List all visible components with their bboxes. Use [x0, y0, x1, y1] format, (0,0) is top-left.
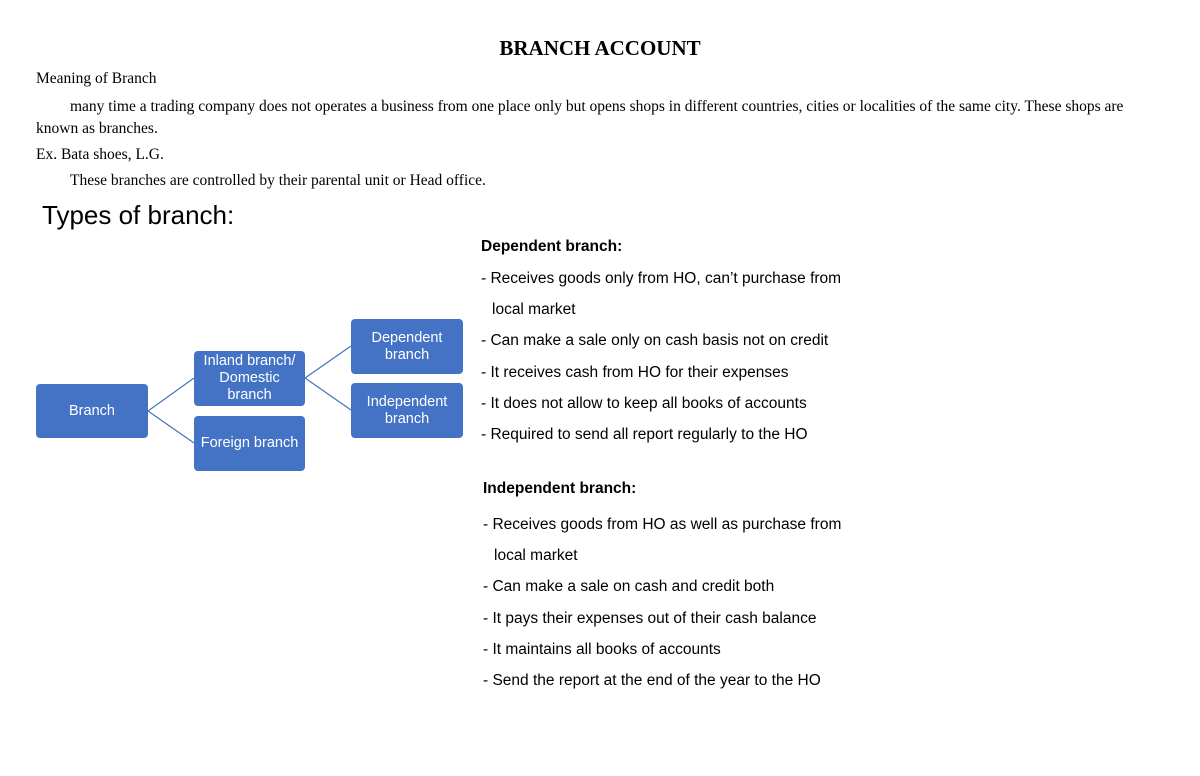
- list-item: - It does not allow to keep all books of…: [481, 394, 807, 412]
- connector-inland-independent: [304, 377, 352, 411]
- list-item: local market: [492, 301, 576, 319]
- list-item: - Receives goods from HO as well as purc…: [483, 516, 842, 533]
- list-item: - Can make a sale on cash and credit bot…: [483, 578, 775, 596]
- list-item: - Send the report at the end of the year…: [483, 671, 821, 689]
- control-paragraph: These branches are controlled by their p…: [70, 172, 486, 189]
- list-item: - Can make a sale only on cash basis not…: [481, 332, 829, 350]
- independent-points: - Receives goods from HO as well as purc…: [483, 509, 841, 696]
- node-branch: Branch: [36, 384, 148, 438]
- connector-inland-dependent: [304, 345, 352, 379]
- meaning-heading: Meaning of Branch: [36, 70, 157, 87]
- list-item: - It pays their expenses out of their ca…: [483, 609, 817, 627]
- list-item: - It maintains all books of accounts: [483, 640, 721, 658]
- dependent-points: - Receives goods only from HO, can’t pur…: [481, 263, 841, 450]
- node-inland-branch: Inland branch/ Domestic branch: [194, 351, 305, 406]
- node-foreign-branch: Foreign branch: [194, 416, 305, 471]
- connector-branch-inland: [147, 377, 195, 412]
- connector-branch-foreign: [147, 410, 195, 444]
- dependent-heading: Dependent branch:: [481, 238, 623, 255]
- independent-heading: Independent branch:: [483, 480, 637, 497]
- meaning-paragraph: many time a trading company does not ope…: [36, 98, 1124, 137]
- types-heading: Types of branch:: [42, 200, 235, 230]
- list-item: - It receives cash from HO for their exp…: [481, 363, 789, 381]
- node-dependent-branch: Dependent branch: [351, 319, 463, 374]
- dependent-branch-section: Dependent branch: - Receives goods only …: [481, 237, 841, 450]
- list-item: local market: [494, 547, 578, 565]
- independent-branch-section: Independent branch: - Receives goods fro…: [483, 479, 841, 696]
- node-independent-branch: Independent branch: [351, 383, 463, 438]
- list-item: - Receives goods only from HO, can’t pur…: [481, 270, 842, 287]
- list-item: - Required to send all report regularly …: [481, 425, 808, 443]
- page-title: BRANCH ACCOUNT: [499, 36, 701, 60]
- example-text: Ex. Bata shoes, L.G.: [36, 146, 164, 163]
